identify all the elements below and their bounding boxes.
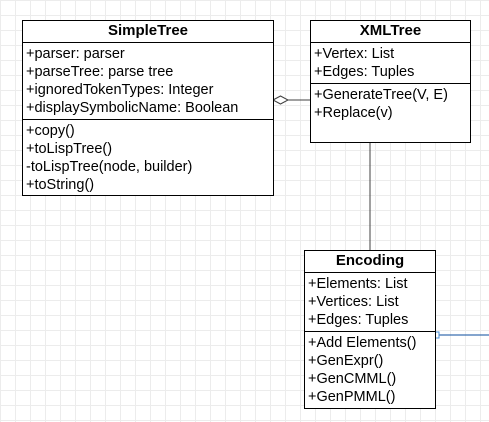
method-row: +Replace(v) (314, 105, 393, 121)
method-row: +GenCMML() (308, 371, 397, 387)
method-row: +toLispTree() (26, 141, 113, 157)
methods-section: +copy() +toLispTree() -toLispTree(node, … (23, 120, 273, 196)
attribute-row: +Vertex: List (314, 46, 395, 62)
methods-section: +Add Elements() +GenExpr() +GenCMML() +G… (305, 332, 435, 408)
attribute-row: +Edges: Tuples (314, 64, 415, 80)
method-row: +copy() (26, 123, 75, 139)
method-row: +Add Elements() (308, 335, 417, 351)
class-name: XMLTree (311, 21, 470, 43)
class-simple-tree[interactable]: SimpleTree +parser: parser +parseTree: p… (22, 20, 274, 196)
class-name: SimpleTree (23, 21, 273, 43)
aggregation-diamond-icon (271, 95, 290, 105)
attribute-row: +Elements: List (308, 276, 408, 292)
method-row: -toLispTree(node, builder) (26, 159, 193, 175)
class-name: Encoding (305, 251, 435, 273)
class-xml-tree[interactable]: XMLTree +Vertex: List +Edges: Tuples +Ge… (310, 20, 471, 143)
method-row: +GenPMML() (308, 389, 396, 405)
class-encoding[interactable]: Encoding +Elements: List +Vertices: List… (304, 250, 436, 409)
attributes-section: +Elements: List +Vertices: List +Edges: … (305, 273, 435, 332)
attribute-row: +ignoredTokenTypes: Integer (26, 82, 214, 98)
attributes-section: +parser: parser +parseTree: parse tree +… (23, 43, 273, 120)
attribute-row: +parser: parser (26, 46, 125, 62)
method-row: +GenerateTree(V, E) (314, 87, 448, 103)
attributes-section: +Vertex: List +Edges: Tuples (311, 43, 470, 84)
attribute-row: +displaySymbolicName: Boolean (26, 100, 239, 116)
method-row: +GenExpr() (308, 353, 384, 369)
attribute-row: +Edges: Tuples (308, 312, 409, 328)
methods-section: +GenerateTree(V, E) +Replace(v) (311, 84, 470, 124)
attribute-row: +parseTree: parse tree (26, 64, 174, 80)
method-row: +toString() (26, 177, 95, 193)
attribute-row: +Vertices: List (308, 294, 399, 310)
